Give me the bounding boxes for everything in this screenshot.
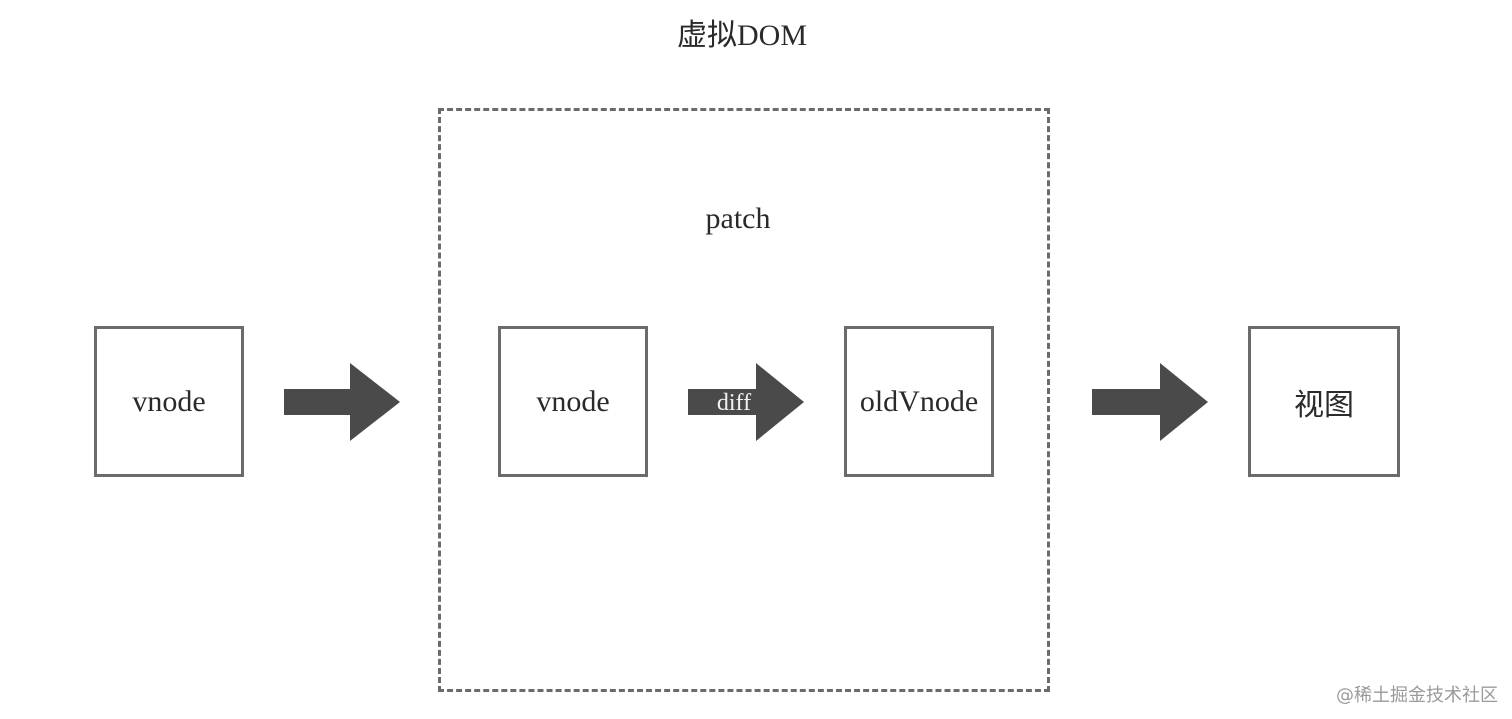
view-label: 视图 [1294, 388, 1354, 422]
arrow-right-icon [284, 363, 400, 441]
view-box: 视图 [1248, 326, 1400, 477]
old-vnode-box: oldVnode [844, 326, 994, 477]
diff-arrow-icon [688, 363, 804, 441]
arrow-right-icon [1092, 363, 1208, 441]
old-vnode-label: oldVnode [859, 384, 979, 418]
patch-label: patch [705, 202, 771, 235]
new-vnode-label: vnode [536, 384, 610, 418]
diff-label: diff [716, 390, 752, 416]
vnode-label: vnode [132, 384, 206, 418]
diagram-title: 虚拟DOM [676, 19, 807, 52]
vnode-box: vnode [94, 326, 244, 477]
patch-region [438, 108, 1050, 692]
watermark: @稀土掘金技术社区 [1336, 685, 1498, 706]
new-vnode-box: vnode [498, 326, 648, 477]
